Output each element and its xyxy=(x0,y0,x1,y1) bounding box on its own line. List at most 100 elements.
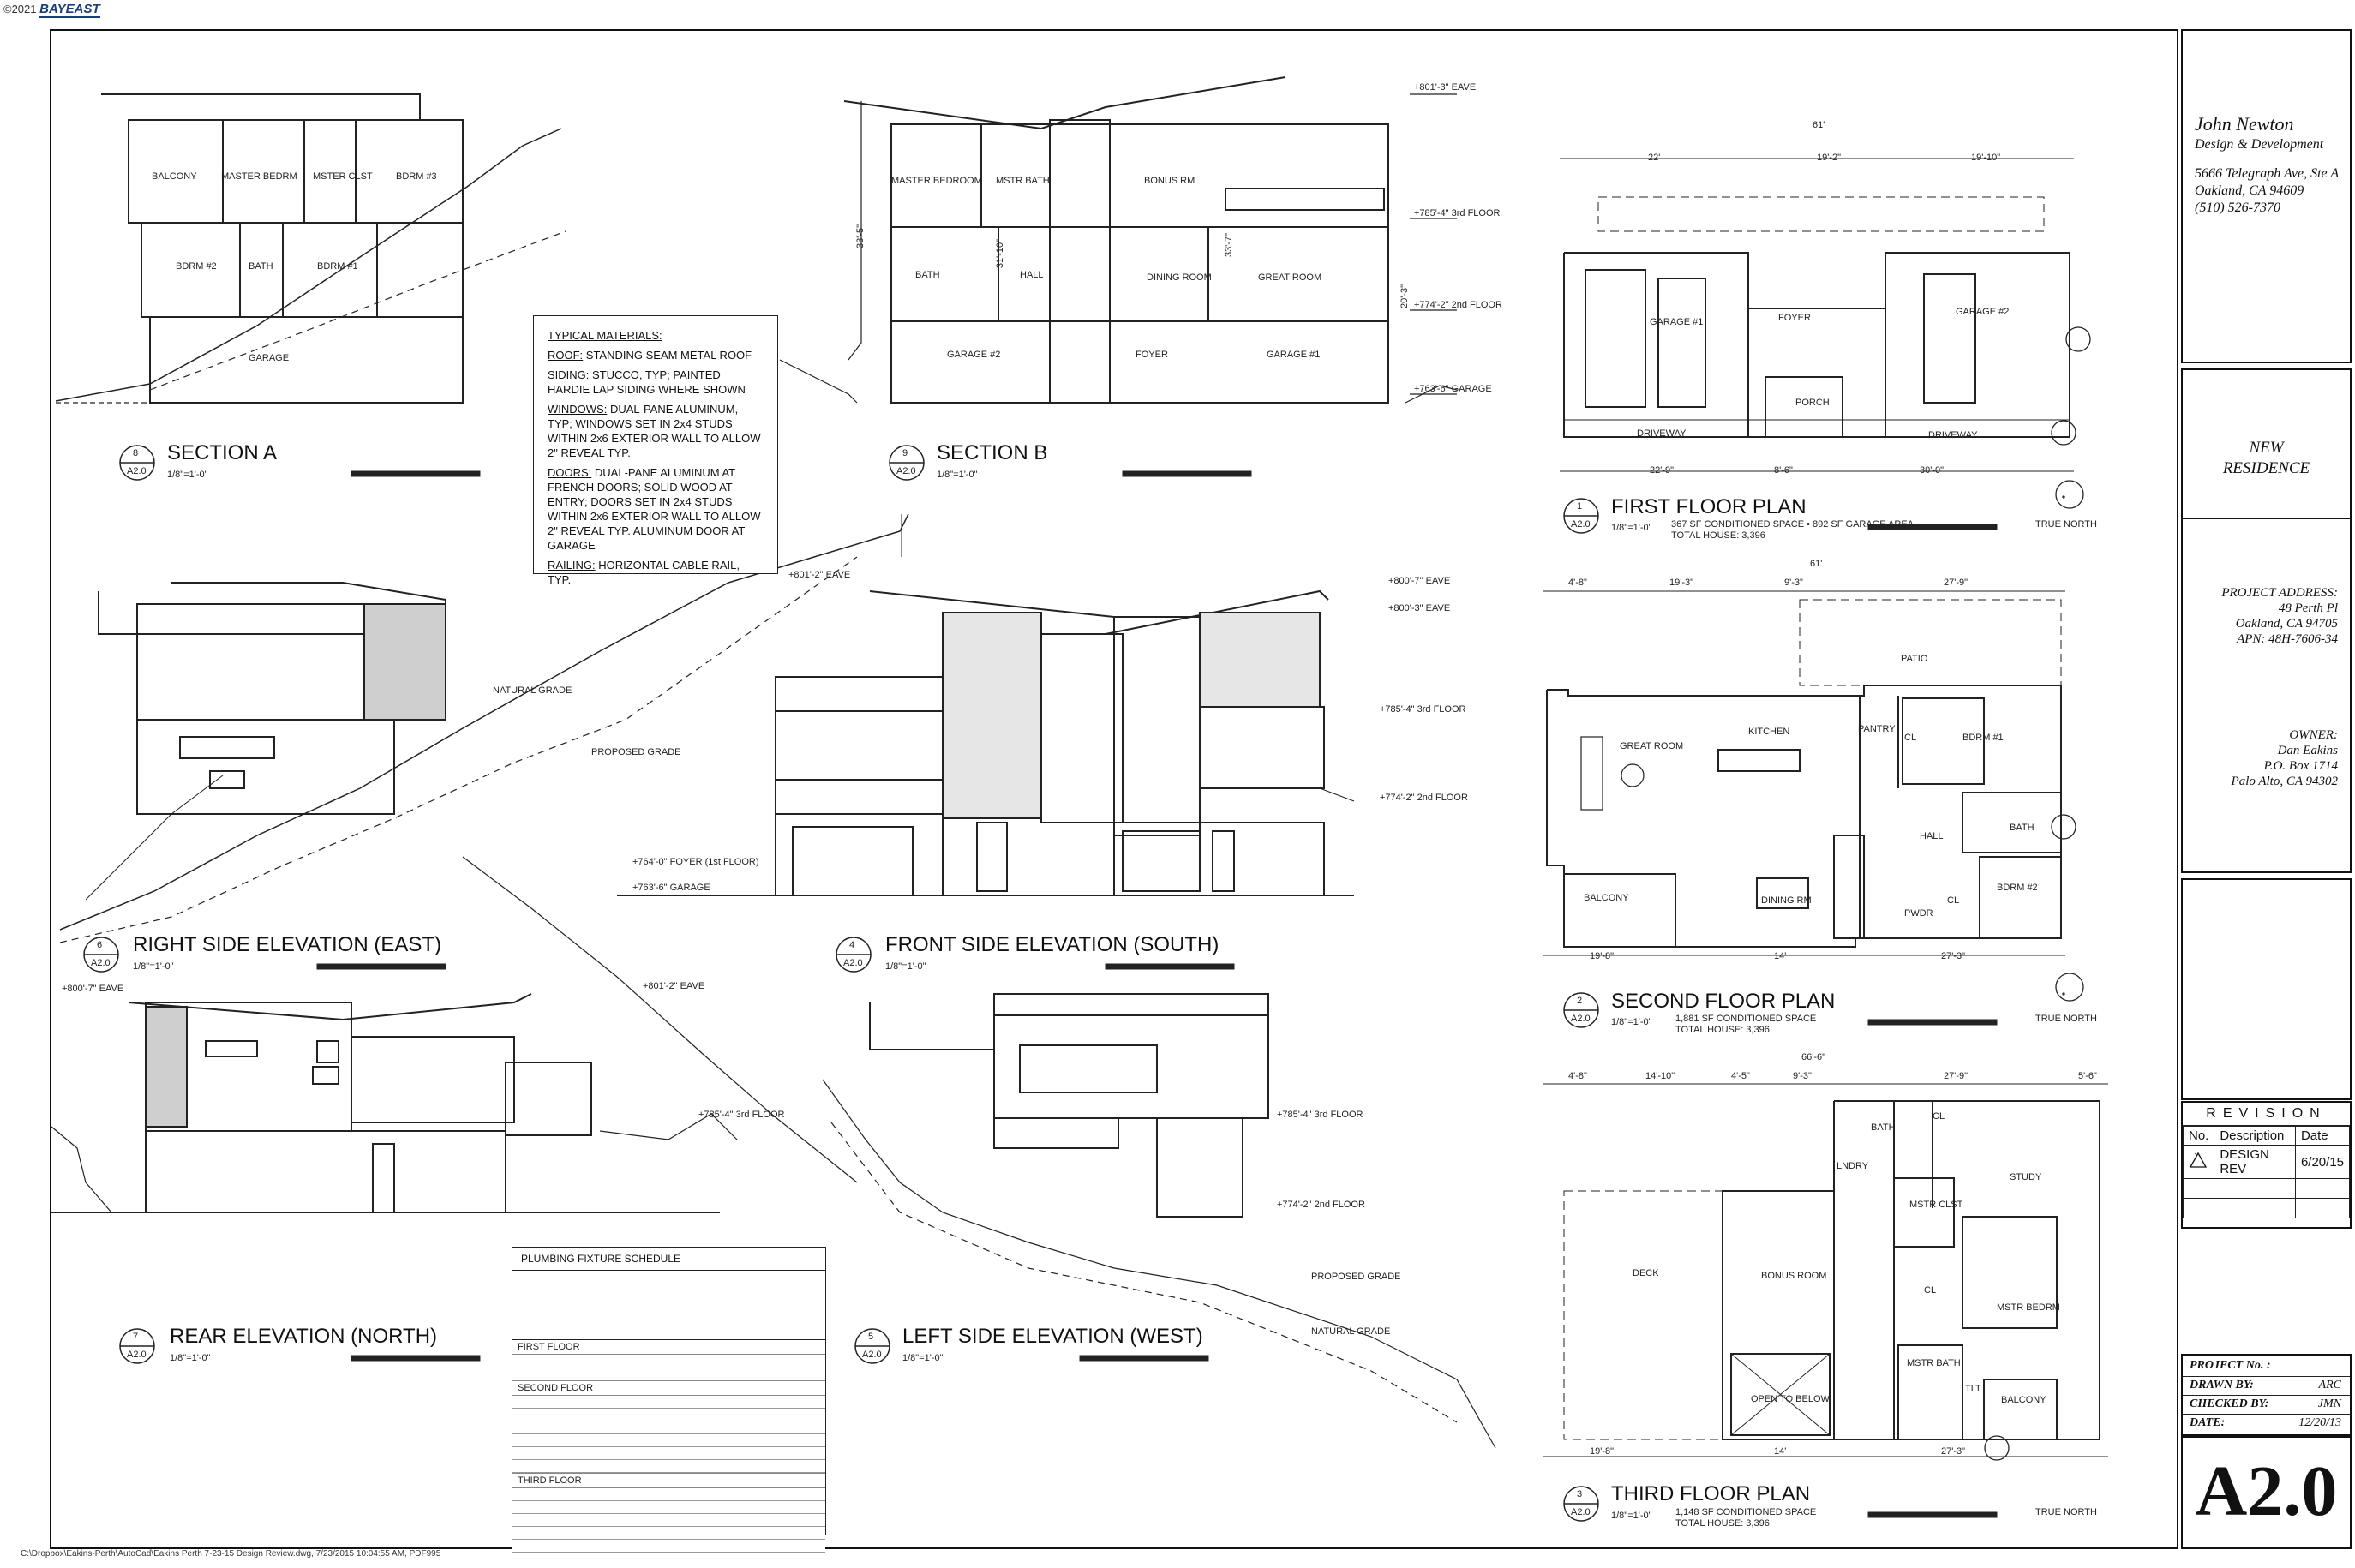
second-room: BDRM #1 xyxy=(1962,733,2004,743)
first-dim: 8'-6" xyxy=(1774,465,1793,476)
sec-b-dim: 20'-3" xyxy=(1399,284,1411,309)
firm-phone: (510) 526-7370 xyxy=(2195,200,2280,215)
third-dim: 14' xyxy=(1774,1446,1787,1457)
sec-b-level: +774'-2" 2nd FLOOR xyxy=(1414,300,1502,310)
first-room: GARAGE #2 xyxy=(1956,307,2010,317)
view-title: FIRST FLOOR PLAN xyxy=(1611,495,1807,518)
view-scale: 1/8"=1'-0" xyxy=(1611,1017,1652,1027)
sec-b-room: GARAGE #1 xyxy=(1267,350,1321,360)
view-title: THIRD FLOOR PLAN xyxy=(1611,1482,1811,1505)
rev-col-no: No. xyxy=(2182,1126,2215,1146)
second-dim: 27'-3" xyxy=(1941,951,1966,961)
watermark-brand: BAYEAST xyxy=(39,2,100,18)
sec-b-room: GARAGE #2 xyxy=(947,350,1001,360)
sec-a-room: BDRM #1 xyxy=(317,261,358,272)
second-dim: 27'-9" xyxy=(1944,578,1968,588)
plumbing-schedule: PLUMBING FIXTURE SCHEDULE FIRST FLOOR SE… xyxy=(512,1247,826,1553)
second-room: KITCHEN xyxy=(1748,727,1790,737)
view-num: 3 xyxy=(1577,1489,1583,1499)
project-block: NEW RESIDENCE PROJECT ADDRESS: 48 Perth … xyxy=(2181,368,2352,883)
watermark: ©2021 BAYEAST xyxy=(3,2,100,18)
first-dim: 30'-0" xyxy=(1920,465,1945,476)
second-dim: 4'-8" xyxy=(1568,578,1587,588)
plumbing-section: SECOND FLOOR xyxy=(512,1381,825,1396)
view-num: 8 xyxy=(133,448,139,458)
rear-level: +785'-4" 3rd FLOOR xyxy=(698,1110,785,1120)
first-dim: 19'-10" xyxy=(1971,153,2001,163)
materials-item: DOORS: DUAL-PANE ALUMINUM AT FRENCH DOOR… xyxy=(548,466,761,552)
third-dim: 19'-8" xyxy=(1590,1446,1615,1457)
project-address-label: PROJECT ADDRESS: xyxy=(2221,586,2338,600)
second-room: CL xyxy=(1947,895,1960,906)
third-room: MSTR CLST xyxy=(1909,1200,1963,1210)
view-note: 1,881 SF CONDITIONED SPACE xyxy=(1675,1014,1817,1024)
third-floor-plan-drawing xyxy=(1543,1083,2108,1461)
sheet-number-block: A2.0 xyxy=(2181,1436,2352,1549)
third-room: STUDY xyxy=(2010,1172,2042,1182)
view-note: TOTAL HOUSE: 3,396 xyxy=(1675,1025,1770,1035)
date-label: DATE: xyxy=(2190,1416,2226,1429)
first-dim: 22'-9" xyxy=(1650,465,1675,476)
third-room: CL xyxy=(1924,1285,1937,1296)
third-room: MSTR BATH xyxy=(1907,1358,1961,1368)
second-floor-plan-drawing xyxy=(1543,590,2084,1002)
sec-b-room: GREAT ROOM xyxy=(1258,272,1322,283)
first-room: FOYER xyxy=(1778,313,1811,323)
materials-item: SIDING: STUCCO, TYP; PAINTED HARDIE LAP … xyxy=(548,368,746,396)
rev-row-date: 6/20/15 xyxy=(2294,1145,2351,1179)
second-dim: 14' xyxy=(1774,951,1787,961)
view-sheet: A2.0 xyxy=(1571,1507,1591,1517)
second-room: PANTRY xyxy=(1858,724,1896,734)
view-num: 2 xyxy=(1577,996,1583,1006)
view-sheet: A2.0 xyxy=(862,1350,882,1360)
true-north-label: TRUE NORTH xyxy=(2035,1014,2097,1024)
left-level: +774'-2" 2nd FLOOR xyxy=(1277,1200,1365,1210)
third-dim: 14'-10" xyxy=(1645,1071,1675,1081)
sec-b-level: +785'-4" 3rd FLOOR xyxy=(1414,208,1501,218)
sec-b-room: HALL xyxy=(1020,270,1044,280)
sec-a-room: MASTER BEDRM xyxy=(221,171,297,182)
front-elevation-drawing xyxy=(617,589,1355,896)
second-room: BATH xyxy=(2010,823,2034,833)
drawn-by-label: DRAWN BY: xyxy=(2190,1379,2254,1391)
typical-materials: TYPICAL MATERIALS: ROOF: STANDING SEAM M… xyxy=(533,315,778,586)
third-room: OPEN TO BELOW xyxy=(1751,1394,1830,1404)
third-room: CL xyxy=(1933,1111,1945,1122)
view-title: SECTION B xyxy=(937,441,1048,464)
first-room: DRIVEWAY xyxy=(1637,428,1687,439)
project-address2: Oakland, CA 94705 xyxy=(2235,617,2338,631)
view-note: TOTAL HOUSE: 3,396 xyxy=(1671,530,1765,541)
sec-b-room: MASTER BEDROOM xyxy=(891,176,982,186)
front-level: +774'-2" 2nd FLOOR xyxy=(1380,793,1468,803)
third-room: BATH xyxy=(1871,1122,1896,1133)
view-scale: 1/8"=1'-0" xyxy=(170,1353,211,1363)
front-level: +800'-7" EAVE xyxy=(1388,576,1451,586)
sec-a-room: BATH xyxy=(249,261,273,272)
section-b-drawing xyxy=(779,76,1458,404)
section-a-drawing xyxy=(55,93,566,404)
rev-row-desc: DESIGN REV xyxy=(2214,1145,2296,1179)
first-room: GARAGE #1 xyxy=(1650,317,1704,327)
second-room: CL xyxy=(1904,733,1917,743)
watermark-year: ©2021 xyxy=(3,3,37,15)
view-sheet: A2.0 xyxy=(843,958,863,968)
rear-elevation-drawing xyxy=(51,993,738,1213)
second-room: BALCONY xyxy=(1584,893,1629,903)
scale-bars xyxy=(316,470,1998,1518)
proposed-grade-label: PROPOSED GRADE xyxy=(1311,1272,1401,1282)
blank-block xyxy=(2181,878,2352,1100)
revision-block: REVISION No. Description Date 1 DESIGN R… xyxy=(2181,1101,2352,1229)
view-note: 1,148 SF CONDITIONED SPACE xyxy=(1675,1507,1817,1517)
true-north-label: TRUE NORTH xyxy=(2035,1507,2097,1517)
view-scale: 1/8"=1'-0" xyxy=(133,961,174,972)
view-title: SECOND FLOOR PLAN xyxy=(1611,990,1836,1013)
front-level: +801'-2" EAVE xyxy=(788,570,851,580)
rev-row-no: 1 xyxy=(2182,1145,2215,1179)
view-num: 5 xyxy=(868,1332,874,1342)
project-no-label: PROJECT No. : xyxy=(2190,1359,2271,1372)
sec-a-room: MSTER CLST xyxy=(313,171,373,182)
second-dim: 19'-3" xyxy=(1669,578,1694,588)
north-arrow-icons xyxy=(2062,495,2065,996)
sec-a-room: GARAGE xyxy=(249,353,290,363)
